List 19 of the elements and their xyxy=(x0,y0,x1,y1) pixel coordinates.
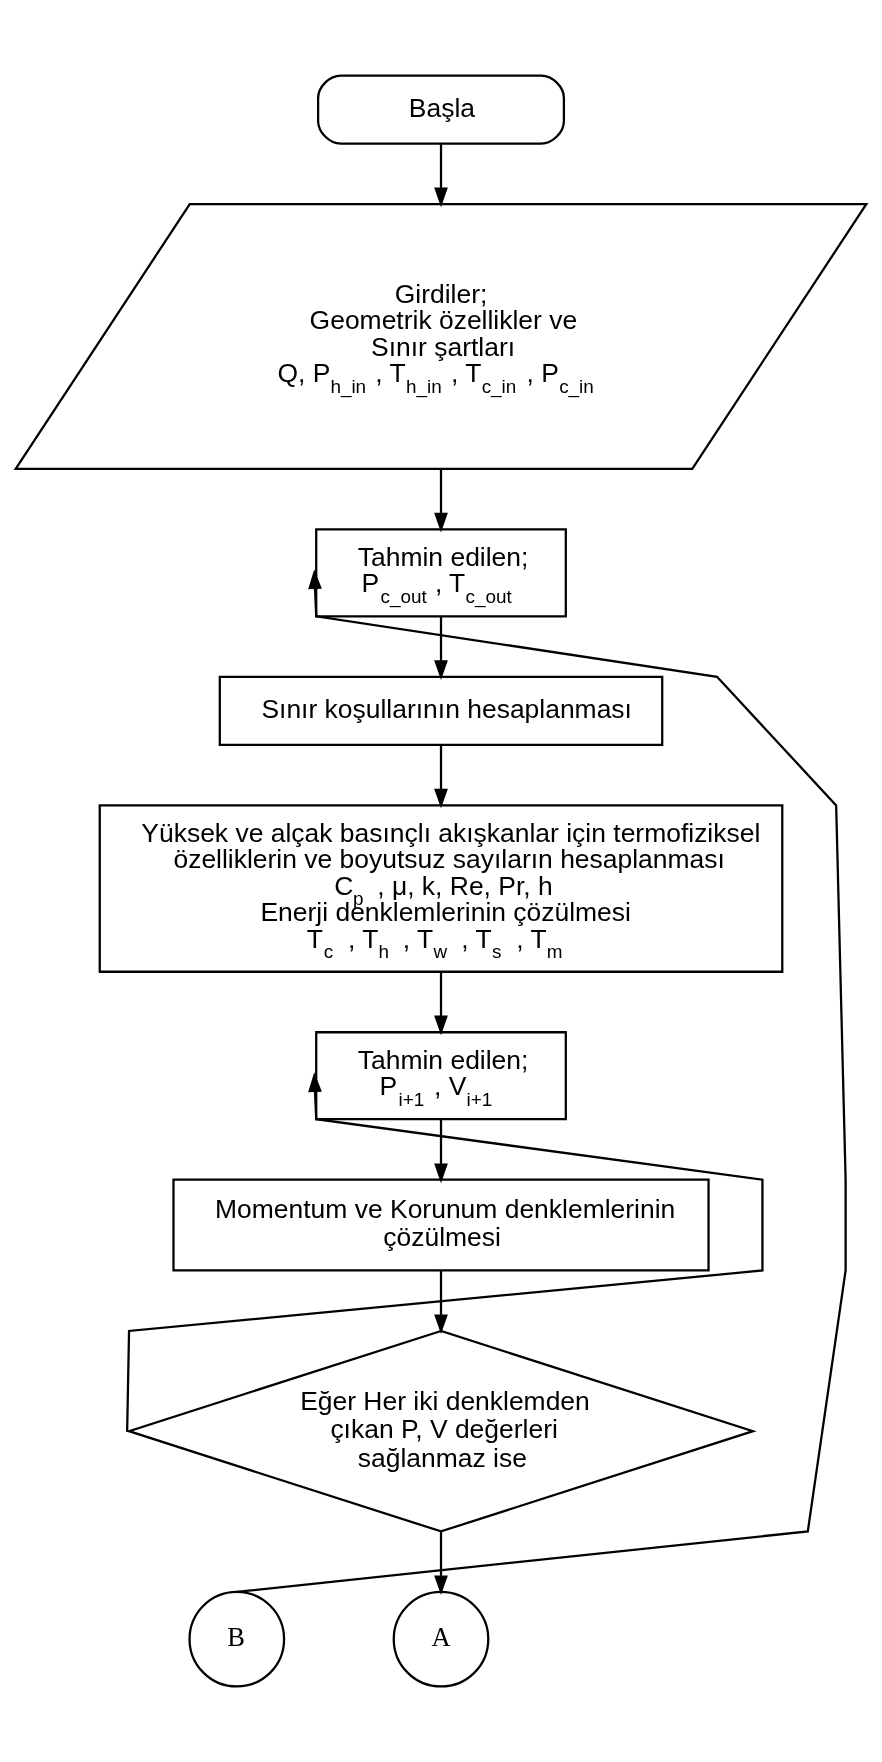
arrow xyxy=(434,143,448,208)
arrow xyxy=(236,569,847,1594)
arrow xyxy=(434,616,448,681)
node-box: Tahmin edilen; P$_{c_out}$, T$_{c_out}$ xyxy=(315,528,567,618)
node-box: Başla xyxy=(316,74,566,145)
node-box: Momentum ve Korunum denklemlerinin çözülmesi xyxy=(172,1178,710,1272)
arrow xyxy=(434,1270,448,1335)
arrow xyxy=(434,1119,448,1184)
node-diamond: Eğer Her iki denklemden çıkan P, V değerleri sağlanmaz ise xyxy=(125,1329,757,1533)
arrow xyxy=(126,1072,764,1432)
node-box: Sınır koşullarının hesaplanması xyxy=(218,675,664,746)
node-circle: B xyxy=(188,1590,286,1688)
arrow xyxy=(434,745,448,809)
arrow xyxy=(434,1531,448,1596)
node-circle: A xyxy=(392,1590,490,1688)
arrow xyxy=(434,971,448,1036)
node-box: Tahmin edilen; P$_{i+1}$, V$_{i+1}$ xyxy=(315,1031,567,1121)
node-box: Yüksek ve alçak basınçlı akışkanlar için termofiziksel özelliklerin ve boyutsuz sayıların hesaplanması C$_{p}$, μ, k, Re, Pr, h Enerji denklemlerinin çözülmesi T$_{c}$, T$_{h}$, T$_{w}$, T$_{s}$, T$_{m}$ xyxy=(98,804,784,973)
arrow xyxy=(434,468,448,533)
